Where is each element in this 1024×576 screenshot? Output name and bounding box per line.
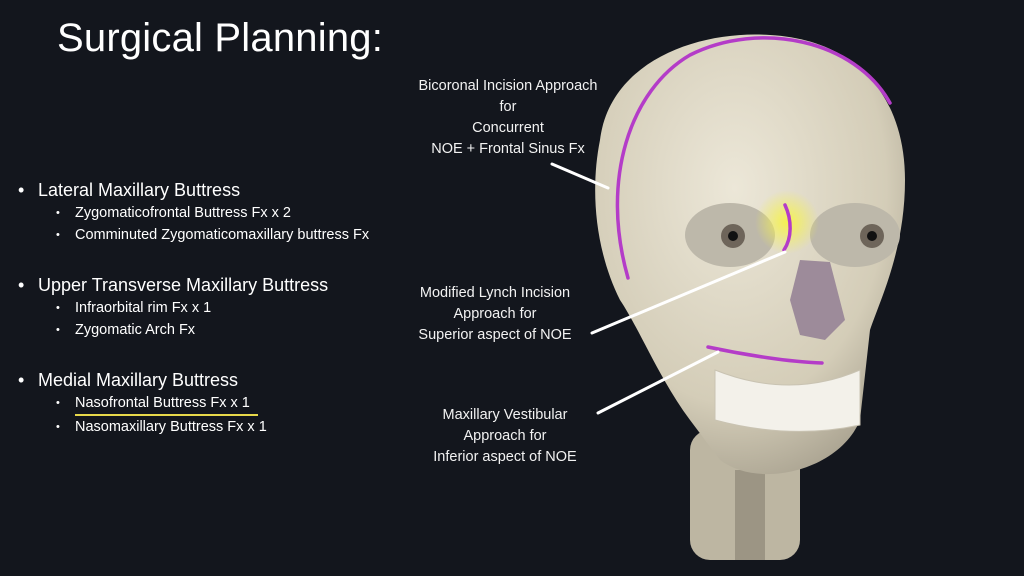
bullet-icon: •: [56, 421, 60, 433]
nasofrontal-highlight: [755, 190, 819, 254]
bullet-icon: •: [56, 229, 60, 241]
annotation-line: Approach for: [463, 428, 547, 444]
lynch-annotation: Modified Lynch Incision Approach for Sup…: [395, 283, 595, 346]
bullet-icon: •: [18, 275, 25, 295]
nasal-cavity: [790, 260, 845, 340]
list-item: Zygomaticofrontal Buttress Fx x 2: [75, 205, 291, 221]
annotation-line: NOE + Frontal Sinus Fx: [431, 141, 585, 157]
annotation-line: Modified Lynch Incision: [419, 285, 571, 301]
bullet-icon: •: [18, 180, 25, 200]
annotation-line: Inferior aspect of NOE: [433, 449, 577, 465]
pointer-lines: [550, 162, 787, 415]
teeth: [714, 369, 861, 432]
bicoronal-annotation: Bicoronal Incision Approach for Concurre…: [388, 76, 628, 160]
list-item: Nasomaxillary Buttress Fx x 1: [75, 419, 267, 435]
vestibular-annotation: Maxillary Vestibular Approach for Inferi…: [415, 405, 595, 468]
incision-lines: [615, 36, 892, 365]
buttress-list: • Lateral Maxillary Buttress • Zygomaticof…: [18, 178, 369, 465]
bullet-icon: •: [56, 207, 60, 219]
list-item-underlined: Nasofrontal Buttress Fx x 1: [75, 392, 258, 416]
group-medial: • Medial Maxillary Buttress • Nasofrontal …: [18, 368, 369, 438]
lynch-incision: [782, 203, 792, 252]
list-item: Infraorbital rim Fx x 1: [75, 300, 212, 316]
annotation-line: Concurrent: [472, 120, 544, 136]
bicoronal-incision: [615, 36, 892, 280]
group-heading: Lateral Maxillary Buttress: [38, 180, 241, 200]
bullet-icon: •: [56, 324, 60, 336]
slide-title: Surgical Planning:: [57, 16, 384, 60]
list-item: Comminuted Zygomaticomaxillary buttress …: [75, 227, 370, 243]
group-heading: Medial Maxillary Buttress: [38, 370, 239, 390]
list-item: Zygomatic Arch Fx: [75, 322, 196, 338]
group-lateral: • Lateral Maxillary Buttress • Zygomaticof…: [18, 178, 369, 246]
group-upper-transverse: • Upper Transverse Maxillary Buttress • In…: [18, 273, 369, 341]
annotation-line: Superior aspect of NOE: [418, 327, 572, 343]
bullet-icon: •: [56, 302, 60, 314]
annotation-line: Bicoronal Incision Approach: [418, 78, 598, 94]
bullet-icon: •: [56, 397, 60, 409]
annotation-line: Approach for: [453, 306, 537, 322]
annotation-line: Maxillary Vestibular: [442, 407, 568, 423]
annotation-line: for: [499, 99, 517, 115]
bullet-icon: •: [18, 370, 25, 390]
group-heading: Upper Transverse Maxillary Buttress: [38, 275, 329, 295]
eye-sockets: [685, 203, 900, 267]
vestibular-incision: [706, 345, 824, 365]
